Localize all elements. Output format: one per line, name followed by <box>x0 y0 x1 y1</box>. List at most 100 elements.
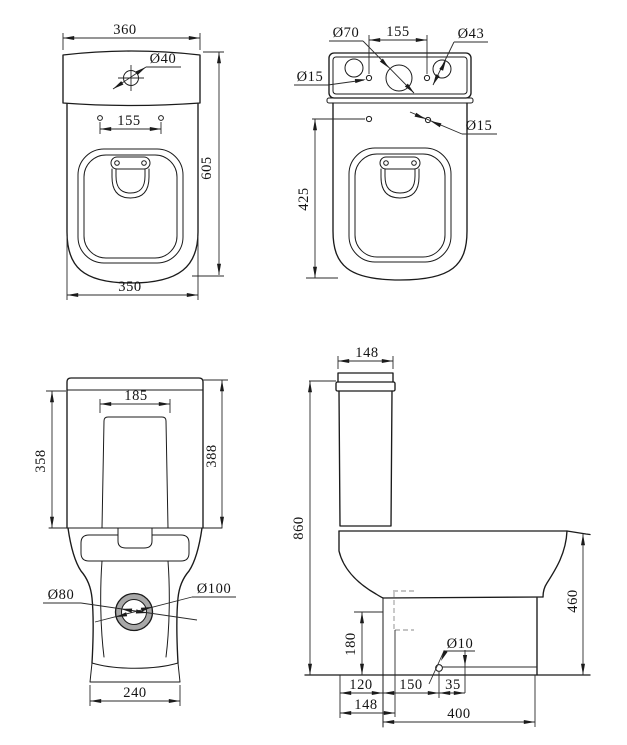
bowl-top-line <box>338 530 591 536</box>
hinge-pin-icon <box>141 160 147 166</box>
fixing-hole-icon <box>158 115 164 121</box>
bowl-front-curve <box>542 530 568 598</box>
dim-label-bowl-height: 425 <box>296 187 312 211</box>
flush-well-inner <box>115 168 146 194</box>
extension-lines <box>306 118 365 279</box>
dim-label-tank-width: 360 <box>113 22 137 38</box>
cistern-outline <box>62 50 201 107</box>
hidden-inlet-lines <box>393 590 414 631</box>
flush-well-outer <box>111 168 150 199</box>
extension-lines <box>99 399 171 413</box>
extension-lines <box>99 122 162 134</box>
dim-label-120: 120 <box>349 677 373 693</box>
tank-hole-icon <box>344 58 364 78</box>
fixing-hole-icon <box>435 664 443 672</box>
bolt-hole-icon <box>365 74 373 82</box>
flush-well-outer <box>380 168 420 199</box>
leader-arrow-icon <box>429 119 442 128</box>
dim-label-hole-dia-right: Ø15 <box>466 118 493 134</box>
dim-label-tank-depth: 148 <box>355 345 379 361</box>
seat-inner-ring <box>83 154 178 259</box>
outlet-ring-fill <box>115 593 153 631</box>
leader-arrow-icon <box>414 112 427 121</box>
extension-lines <box>66 236 199 300</box>
extension-lines <box>62 33 201 50</box>
extension-lines <box>337 356 394 369</box>
cistern-top <box>337 372 394 383</box>
outlet-outer-circle <box>114 592 154 632</box>
leader-070 <box>362 40 415 94</box>
rear-view: 185 358 388 Ø80 Ø100 240 <box>33 377 236 706</box>
hinge-notch <box>117 527 153 549</box>
dim-label-35: 35 <box>445 677 461 693</box>
dim-label-overall-height: 605 <box>199 156 215 180</box>
dim-label-outlet-inner: Ø80 <box>48 587 75 603</box>
dim-label-outlet-outer: Ø100 <box>197 581 232 597</box>
dim-label-button-dia: Ø40 <box>150 51 177 67</box>
extension-lines <box>89 685 181 706</box>
dim-label-base-width: 240 <box>123 685 147 701</box>
seat-hinge-bar <box>110 156 151 170</box>
dim-label-hinge-spacing: 155 <box>117 113 141 129</box>
body-side-right <box>176 527 203 664</box>
hinge-pin-icon <box>411 160 417 166</box>
bowl-outline <box>66 103 199 284</box>
dim-label-inlet-dia: Ø70 <box>333 25 360 41</box>
leader-arrow-icon <box>431 74 440 86</box>
dim-label-rim-height: 460 <box>565 589 581 613</box>
hinge-pin-icon <box>114 160 120 166</box>
leader-010 <box>428 650 445 685</box>
bowl-outline <box>332 102 468 281</box>
leader-arrow-icon <box>462 655 468 666</box>
dim-label-base-depth: 400 <box>447 706 471 722</box>
bowl-underside <box>382 596 544 599</box>
cistern-inner-line <box>332 56 468 95</box>
seat-outer-ring <box>348 147 452 263</box>
dim-label-hole-dia-left: Ø15 <box>297 69 324 85</box>
cistern-rim-band <box>326 97 474 104</box>
pedestal-inner-left <box>100 560 105 658</box>
dim-label-panel-width: 185 <box>124 388 148 404</box>
seat-outer-ring <box>77 148 184 264</box>
inlet-hole-icon <box>385 64 413 92</box>
flush-well-inner <box>384 168 416 194</box>
dim-label-148: 148 <box>354 697 378 713</box>
extension-lines <box>368 35 428 74</box>
back-view: Ø70 155 Ø43 Ø15 Ø15 425 <box>294 24 497 281</box>
outlet-inner-circle <box>121 599 147 625</box>
leader-040 <box>112 66 147 90</box>
fixing-hole-icon <box>97 115 103 121</box>
hinge-pin-icon <box>383 160 389 166</box>
cistern-lid <box>335 381 396 392</box>
dim-label-150: 150 <box>399 677 423 693</box>
dim-label-fixing-dia: Ø10 <box>447 636 474 652</box>
valve-hole-icon <box>432 59 452 79</box>
dim-label-overall-height: 860 <box>291 516 307 540</box>
fixing-hole-icon <box>424 116 432 124</box>
bowl-back-curve <box>338 530 384 599</box>
pedestal-inner-right <box>165 560 170 658</box>
cistern-outline <box>66 377 204 529</box>
base-top-curve <box>91 662 179 669</box>
front-view: 360 Ø40 155 605 350 <box>62 22 224 300</box>
fixing-hole-icon <box>365 115 373 123</box>
dim-label-inlet-height: 180 <box>343 632 359 656</box>
seat-back-band <box>80 534 190 562</box>
dim-label-overall-height: 388 <box>204 444 220 468</box>
crosshair-icon <box>118 65 144 91</box>
side-view: 148 860 460 180 120 150 35 Ø10 148 400 <box>291 345 591 728</box>
cistern-body <box>338 390 393 527</box>
back-panel-outline <box>101 416 169 529</box>
leader-arrow-icon <box>354 77 367 84</box>
body-side-left <box>67 527 94 664</box>
base-sides <box>89 662 181 683</box>
dim-label-base-width: 350 <box>118 279 142 295</box>
extension-lines <box>339 630 536 727</box>
dim-label-hole-spacing: 155 <box>386 24 410 40</box>
dim-label-valve-dia: Ø43 <box>458 26 485 42</box>
seat-hinge-bar <box>379 156 421 170</box>
extension-lines <box>192 51 224 277</box>
dim-label-height-to-lid: 358 <box>33 449 49 473</box>
